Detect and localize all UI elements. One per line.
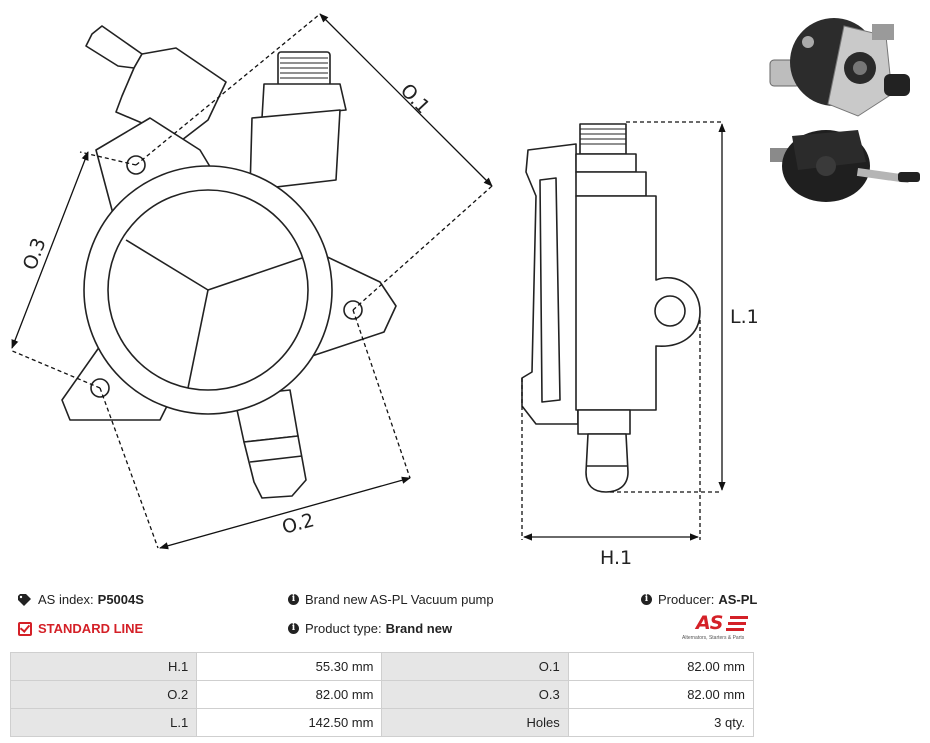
logo-tagline: Alternators, Starters & Parts xyxy=(682,635,745,641)
dim-label-l1: L.1 xyxy=(730,306,759,328)
description: i Brand new AS-PL Vacuum pump xyxy=(288,592,494,607)
dim-label-h1: H.1 xyxy=(600,547,632,569)
dim-label-o3: O.3 xyxy=(19,235,51,273)
side-bottom-nozzle xyxy=(585,433,629,493)
front-view xyxy=(61,25,397,499)
spec-value: 82.00 mm xyxy=(567,680,755,709)
side-view xyxy=(521,123,701,493)
product-photo-bottom xyxy=(770,130,920,202)
spec-label: H.1 xyxy=(9,652,198,681)
spec-value: 82.00 mm xyxy=(196,680,383,709)
table-row: O.2 82.00 mm O.3 82.00 mm xyxy=(9,680,755,709)
as-index-label: AS index: xyxy=(38,592,94,607)
info-icon: i xyxy=(641,594,652,605)
top-left-nozzle xyxy=(85,25,227,141)
producer-value: AS-PL xyxy=(718,592,758,607)
producer-label: Producer: xyxy=(658,592,715,607)
description-text: Brand new AS-PL Vacuum pump xyxy=(305,592,494,607)
front-dimensions xyxy=(9,13,493,550)
spec-table: H.1 55.30 mm O.1 82.00 mm O.2 82.00 mm O… xyxy=(9,652,755,737)
technical-drawing: O.1 O.2 O.3 L.1 H.1 xyxy=(9,13,759,569)
spec-value: 142.50 mm xyxy=(196,708,383,737)
spec-label: O.3 xyxy=(381,680,569,709)
spec-value: 3 qty. xyxy=(567,708,755,737)
as-index: AS index: P5004S xyxy=(18,592,144,607)
producer: i Producer: AS-PL xyxy=(641,592,757,607)
product-type: i Product type: Brand new xyxy=(288,621,452,636)
as-pl-logo: AS Alternators, Starters & Parts xyxy=(682,612,756,644)
checkbox-icon xyxy=(18,621,32,636)
side-mount-hole xyxy=(654,295,686,327)
dim-label-o1: O.1 xyxy=(396,80,434,119)
logo-mark: AS xyxy=(696,612,723,634)
side-dimensions xyxy=(521,121,726,541)
side-body xyxy=(575,195,701,411)
table-row: L.1 142.50 mm Holes 3 qty. xyxy=(9,708,755,737)
product-photo-top xyxy=(769,18,910,117)
product-type-value: Brand new xyxy=(385,621,453,636)
standard-line: STANDARD LINE xyxy=(18,621,143,636)
spec-label: O.2 xyxy=(9,680,198,709)
info-icon: i xyxy=(288,594,299,605)
spec-value: 82.00 mm xyxy=(567,652,755,681)
spec-label: L.1 xyxy=(9,708,198,737)
product-type-label: Product type: xyxy=(305,621,382,636)
tag-icon xyxy=(18,593,31,606)
spec-label: O.1 xyxy=(381,652,569,681)
info-icon: i xyxy=(288,623,299,634)
as-index-value: P5004S xyxy=(97,592,144,607)
side-flange xyxy=(521,143,579,425)
spec-value: 55.30 mm xyxy=(196,652,383,681)
standard-line-label: STANDARD LINE xyxy=(38,621,144,636)
logo-stripes xyxy=(726,616,748,631)
table-row: H.1 55.30 mm O.1 82.00 mm xyxy=(9,652,755,681)
spec-label: Holes xyxy=(381,708,569,737)
